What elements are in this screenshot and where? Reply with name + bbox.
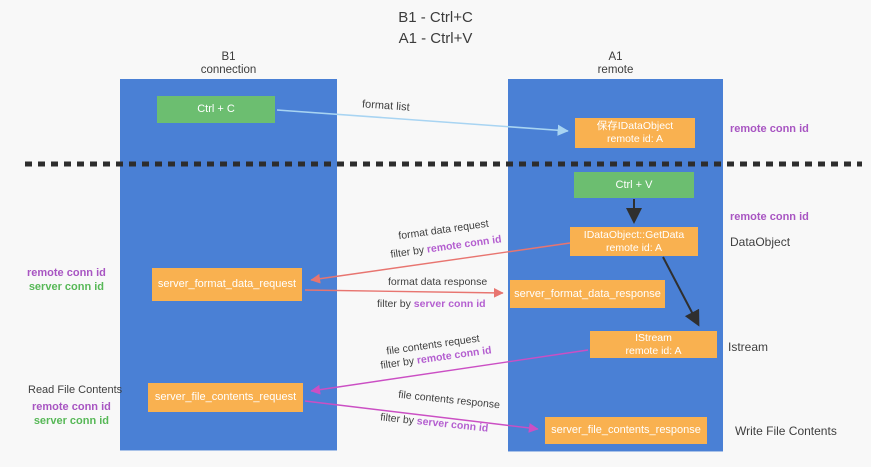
- save-dataobject-line2: remote id: A: [606, 133, 664, 145]
- istream-line1: IStream: [635, 331, 672, 344]
- server-format-data-request-node: server_format_data_request: [152, 268, 302, 301]
- left-column-title: B1: [221, 51, 236, 63]
- istream-node: IStream remote id: A: [590, 331, 717, 358]
- server-conn-id-highlight: server conn id: [413, 298, 486, 310]
- server-file-contents-response-label: server_file_contents_response: [551, 424, 701, 436]
- format-data-request-arrow: [310, 242, 571, 284]
- right-column-header: A1 remote: [508, 51, 723, 77]
- right-column-subtitle: remote: [597, 64, 634, 76]
- server-file-contents-request-label: server_file_contents_request: [154, 391, 297, 403]
- server-file-contents-response-node: server_file_contents_response: [545, 417, 707, 444]
- left-column-subtitle: connection: [200, 64, 257, 76]
- server-format-data-response-label: server_format_data_response: [514, 287, 661, 300]
- ctrl-c-node: Ctrl + C: [157, 96, 275, 123]
- ctrl-c-label: Ctrl + C: [197, 103, 235, 115]
- left-column-header: B1 connection: [120, 51, 337, 77]
- getdata-node: IDataObject::GetData remote id: A: [570, 227, 698, 256]
- left-remote-conn-id-1: remote conn id: [27, 267, 106, 279]
- istream-annotation: Istream: [728, 340, 769, 354]
- right-column-title: A1: [608, 51, 623, 63]
- left-conn-id-group-2: remote conn id server conn id: [32, 400, 111, 428]
- save-dataobject-line1: 保存IDataObject: [596, 120, 674, 132]
- getdata-line2: remote id: A: [605, 241, 663, 254]
- server-file-contents-request-node: server_file_contents_request: [148, 383, 303, 412]
- title-line-2: A1 - Ctrl+V: [398, 30, 473, 47]
- server-format-data-response-node: server_format_data_response: [510, 280, 665, 308]
- format-data-response-label: format data response: [388, 276, 488, 288]
- ctrl-v-node: Ctrl + V: [574, 172, 694, 198]
- getdata-line1: IDataObject::GetData: [583, 228, 685, 241]
- format-data-response-arrow: [304, 287, 504, 298]
- format-list-arrow: [276, 109, 569, 136]
- left-conn-id-group-1: remote conn id server conn id: [27, 266, 106, 294]
- format-data-response-filter-label: filter by server conn id: [377, 298, 486, 310]
- file-contents-request-arrow: [310, 349, 589, 395]
- ctrl-v-label: Ctrl + V: [615, 178, 653, 191]
- read-file-contents-annotation: Read File Contents: [28, 384, 123, 396]
- write-file-contents-annotation: Write File Contents: [735, 424, 837, 438]
- getdata-to-istream-arrow: [662, 256, 700, 327]
- file-contents-response-arrow: [304, 400, 539, 433]
- istream-line2: remote id: A: [625, 344, 682, 357]
- diagram-title: B1 - Ctrl+C A1 - Ctrl+V: [0, 7, 871, 49]
- left-server-conn-id-1: server conn id: [28, 281, 105, 293]
- title-line-1: B1 - Ctrl+C: [398, 9, 473, 26]
- remote-conn-id-annotation-top: remote conn id: [730, 123, 809, 135]
- remote-conn-id-annotation-mid: remote conn id: [730, 211, 809, 223]
- dataobject-annotation: DataObject: [730, 235, 791, 249]
- left-remote-conn-id-2: remote conn id: [32, 401, 111, 413]
- server-format-data-request-label: server_format_data_request: [157, 278, 297, 290]
- filter-by-prefix: filter by: [377, 298, 414, 310]
- left-server-conn-id-2: server conn id: [33, 415, 110, 427]
- save-dataobject-node: 保存IDataObject remote id: A: [575, 118, 695, 148]
